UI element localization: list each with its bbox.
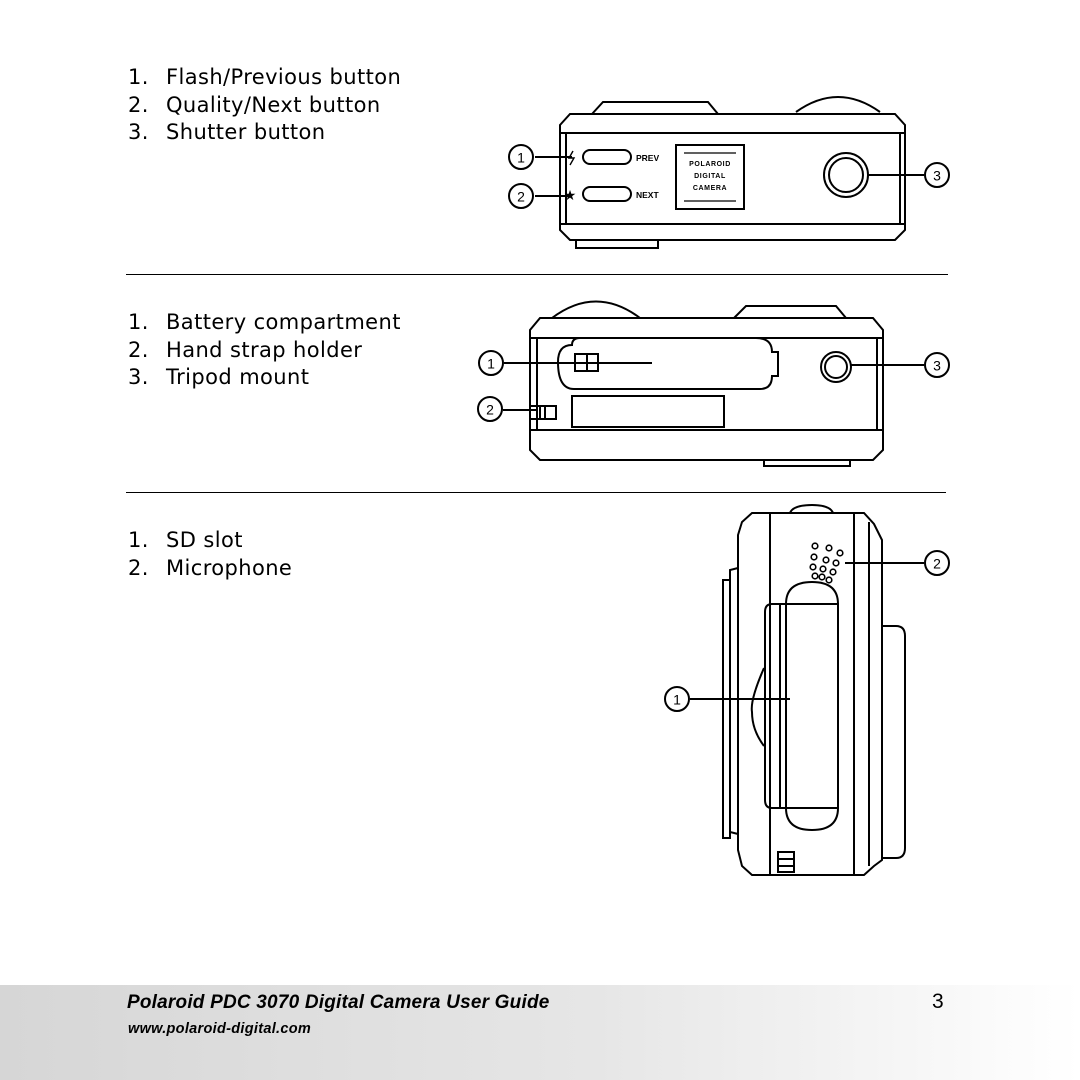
flash-icon [567, 150, 576, 166]
list-item: 1. SD slot [128, 527, 292, 555]
callout-number: 1 [517, 150, 525, 166]
callout-number: 3 [933, 358, 941, 374]
list-item: 2. Hand strap holder [128, 337, 401, 365]
side-view-parts-list: 1. SD slot 2. Microphone [128, 527, 292, 582]
callout-number: 1 [673, 692, 681, 708]
list-item: 2. Microphone [128, 555, 292, 583]
item-label: SD slot [166, 528, 243, 552]
item-number: 2. [128, 555, 149, 580]
top-view-parts-list: 1. Flash/Previous button 2. Quality/Next b… [128, 64, 401, 147]
list-item: 1. Flash/Previous button [128, 64, 401, 92]
item-number: 3. [128, 365, 149, 389]
camera-side-view-diagram [664, 503, 950, 876]
callout-number: 1 [487, 356, 495, 372]
bottom-view-parts-list: 1. Battery compartment 2. Hand strap holde… [128, 309, 401, 392]
badge-line: DIGITAL [694, 173, 726, 180]
prev-label: PREV [636, 153, 659, 163]
callout-number: 2 [486, 402, 494, 418]
page-number: 3 [932, 990, 944, 1013]
list-item: 2. Quality/Next button [128, 92, 401, 120]
callout-number: 2 [517, 189, 525, 205]
item-number: 1. [128, 310, 149, 334]
list-item: 3. Tripod mount [128, 364, 401, 392]
list-item: 1. Battery compartment [128, 309, 401, 337]
website-url: www.polaroid-digital.com [128, 1021, 312, 1037]
section-divider [126, 274, 948, 275]
item-number: 2. [128, 92, 149, 117]
next-label: NEXT [636, 190, 659, 200]
item-number: 1. [128, 65, 149, 89]
item-label: Shutter button [166, 120, 326, 144]
section-divider [126, 492, 946, 493]
item-label: Tripod mount [166, 365, 310, 389]
camera-bottom-view-diagram [477, 300, 950, 467]
guide-title: Polaroid PDC 3070 Digital Camera User Gu… [127, 992, 550, 1013]
page-footer [0, 985, 1080, 1080]
badge-line: CAMERA [693, 185, 727, 192]
item-number: 2. [128, 337, 149, 362]
callout-number: 2 [933, 556, 941, 572]
star-icon: ★ [564, 188, 577, 204]
camera-top-view-diagram [508, 96, 950, 249]
callout-number: 3 [933, 168, 941, 184]
badge-line: POLAROID [689, 161, 731, 168]
item-number: 3. [128, 120, 149, 144]
item-label: Flash/Previous button [166, 65, 402, 89]
item-label: Battery compartment [166, 310, 401, 334]
item-label: Quality/Next button [166, 92, 381, 117]
item-label: Microphone [166, 555, 293, 580]
camera-illustrations: ★ [477, 96, 950, 876]
item-label: Hand strap holder [166, 337, 363, 362]
item-number: 1. [128, 528, 149, 552]
list-item: 3. Shutter button [128, 119, 401, 147]
